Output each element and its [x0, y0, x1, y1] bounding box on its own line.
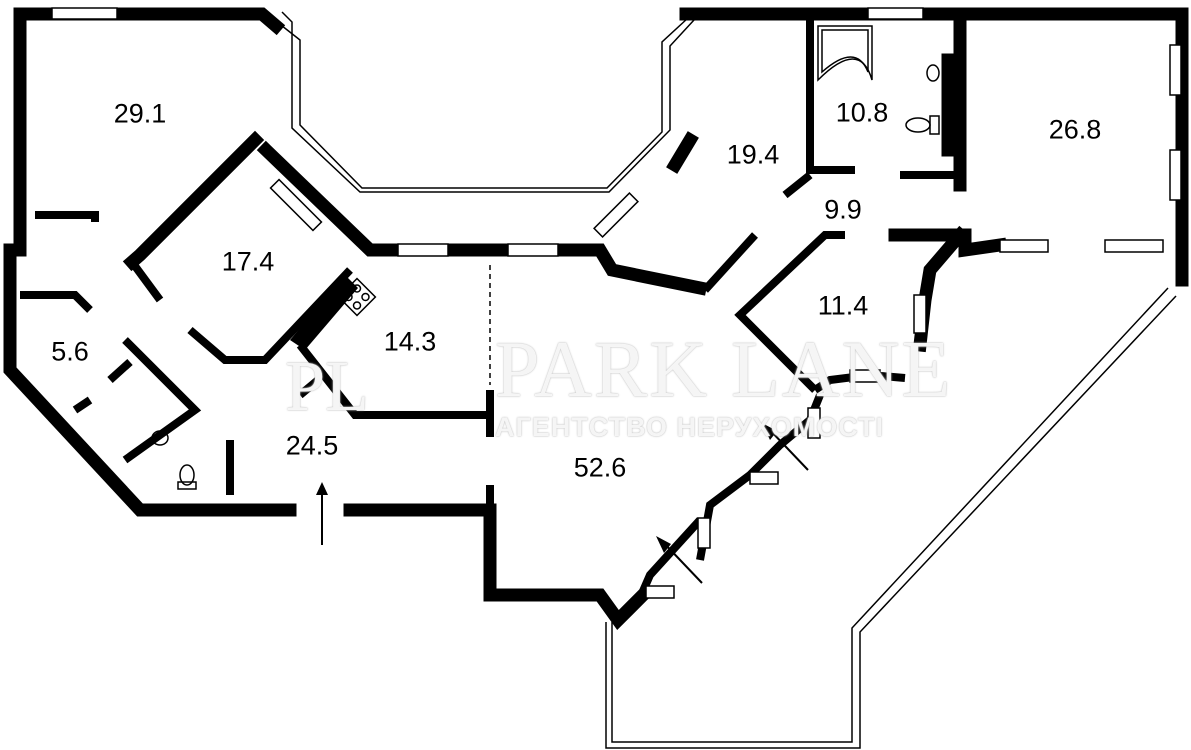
toilet-icon	[177, 115, 940, 490]
sink-icon	[151, 64, 940, 446]
room-area-label: 24.5	[285, 430, 339, 461]
entrance-arrow-icon	[316, 482, 328, 545]
room-area-label: 52.6	[573, 452, 627, 483]
room-area-label: 9.9	[824, 194, 862, 225]
windows	[51, 7, 1182, 599]
room-area-label: 29.1	[113, 98, 167, 129]
room-area-label: 14.3	[383, 326, 437, 357]
upper-balcony	[271, 11, 695, 193]
room-area-label: 19.4	[726, 139, 780, 170]
room-area-label: 11.4	[817, 290, 869, 321]
room-area-label: 5.6	[51, 336, 89, 367]
room-area-label: 26.8	[1048, 114, 1102, 145]
room-area-label: 17.4	[221, 246, 275, 277]
interior-walls	[20, 20, 960, 600]
room-area-label: 10.8	[835, 97, 889, 128]
outer-walls	[3, 7, 1189, 631]
entrance-arrow-icon	[656, 423, 809, 584]
terrace	[605, 287, 1177, 749]
stove-icon	[337, 277, 377, 317]
bathtub-icon	[817, 25, 873, 82]
